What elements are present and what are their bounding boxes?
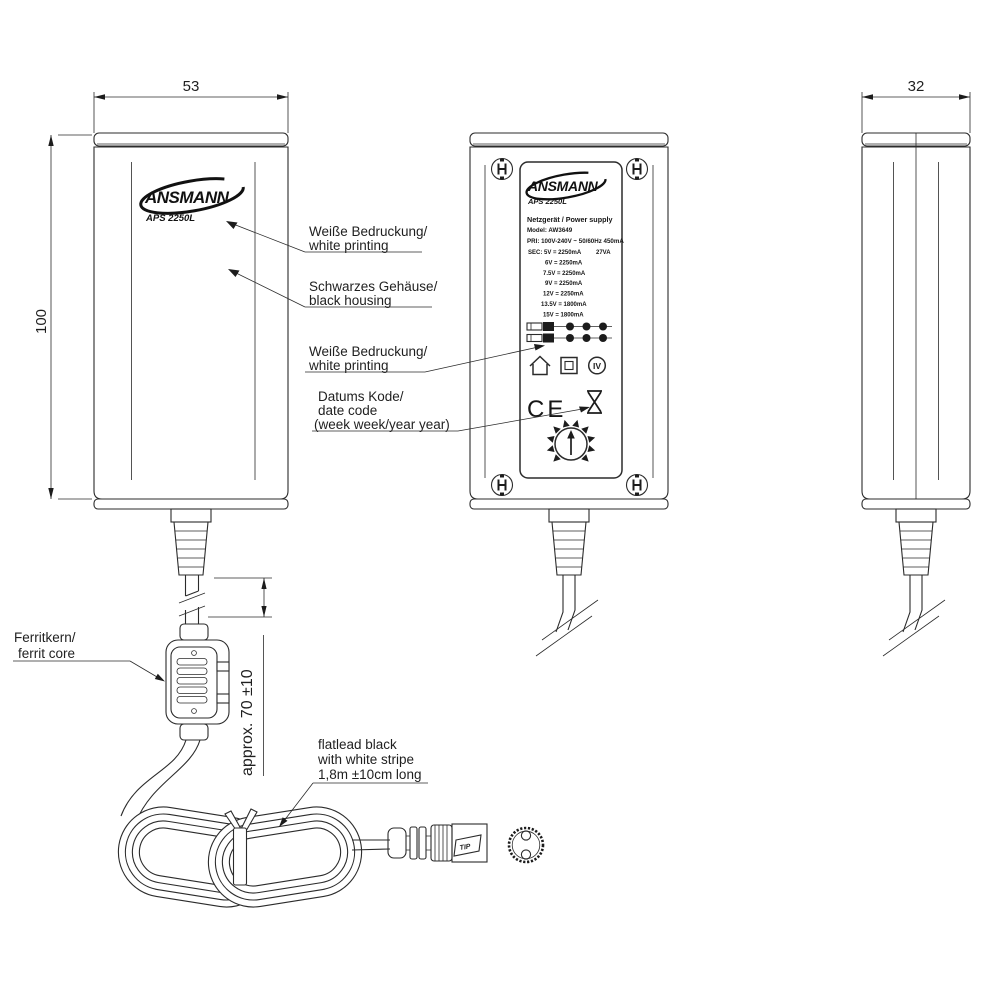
top-cap: [469, 132, 669, 147]
logo-swoosh: [139, 177, 245, 215]
polarity-diagram-row-1: [526, 322, 612, 331]
cable-tie: [224, 808, 258, 886]
annotation-flatlead: flatlead black with white stripe 1,8m ±1…: [279, 737, 428, 827]
dim-height-value: 100: [33, 309, 50, 334]
strain-relief-front: [170, 508, 212, 576]
annotation-ferrite-core: Ferritkern/ ferrit core: [13, 630, 165, 682]
top-cap: [93, 132, 289, 147]
cable-exit: [351, 839, 391, 851]
label-sec-row: SEC: 5V = 2250mA: [528, 250, 582, 256]
plug-end-view: [507, 826, 545, 864]
strain-relief-side: [882, 508, 946, 657]
strain-relief-center: [535, 508, 599, 657]
center-view-device: ANSMANN APS 2250L Netzgerät / Power supp…: [469, 132, 669, 657]
label-power-rating: 27VA: [596, 250, 611, 256]
rotary-selector-icon: [546, 419, 596, 462]
annotation-white-printing-top: Weiße Bedruckung/ white printing: [226, 221, 428, 253]
annotation-line: Weiße Bedruckung/: [309, 344, 428, 359]
annotation-line: black housing: [309, 293, 392, 308]
brand-wordmark: ANSMANN: [144, 188, 230, 207]
model-print: APS 2250L: [145, 213, 195, 224]
annotation-line: date code: [318, 403, 377, 418]
ce-mark: CE: [527, 396, 566, 423]
ansmann-logo-label: ANSMANN APS 2250L: [525, 171, 607, 206]
annotation-line: flatlead black: [318, 737, 397, 752]
annotation-date-code: Datums Kode/ date code (week week/year y…: [312, 389, 590, 432]
label-model-print: APS 2250L: [527, 197, 567, 206]
label-sec-row: 7.5V = 2250mA: [543, 271, 586, 277]
side-view-device: [861, 132, 971, 657]
label-sec-row: 13.5V = 1800mA: [541, 302, 587, 308]
house-icon: [529, 355, 551, 376]
annotation-line: Ferritkern/: [14, 630, 76, 645]
label-brand-wordmark: ANSMANN: [527, 178, 599, 194]
plug-body: [451, 823, 488, 863]
dim-cable-length-value: approx. 70 ±10: [239, 669, 256, 776]
dimension-height: 100: [33, 134, 92, 500]
annotation-line: white printing: [308, 358, 389, 373]
annotation-white-printing-label: Weiße Bedruckung/ white printing: [305, 344, 545, 373]
ferrite-core: [165, 623, 230, 741]
annotation-line: Datums Kode/: [318, 389, 404, 404]
logo-swoosh: [525, 171, 607, 201]
dim-front-width-value: 53: [183, 78, 200, 95]
dimension-cable-length: approx. 70 ±10: [208, 577, 272, 776]
bottom-band: [469, 498, 669, 510]
screw-bottom-right: [625, 473, 649, 497]
annotation-line: ferrit core: [18, 646, 75, 661]
annotation-line: with white stripe: [317, 752, 414, 767]
label-sec-row: 12V = 2250mA: [543, 292, 584, 298]
label-sec-row: 9V = 2250mA: [545, 281, 583, 287]
dim-side-width-value: 32: [908, 78, 925, 95]
ansmann-logo-front: ANSMANN APS 2250L: [139, 177, 245, 224]
cable-front: [178, 575, 206, 624]
double-square-icon: [560, 356, 578, 375]
screw-top-left: [490, 157, 514, 181]
screw-bottom-left: [490, 473, 514, 497]
efficiency-mark: IV: [593, 361, 601, 371]
annotation-line: Schwarzes Gehäuse/: [309, 279, 438, 294]
annotation-line: (week week/year year): [314, 417, 450, 432]
annotation-line: white printing: [308, 238, 389, 253]
label-primary-line: PRI: 100V-240V ~ 50/60Hz 450mA: [527, 238, 624, 245]
label-sec-row: 6V = 2250mA: [545, 260, 583, 266]
screw-top-right: [625, 157, 649, 181]
rating-label: ANSMANN APS 2250L Netzgerät / Power supp…: [519, 161, 624, 479]
annotation-line: Weiße Bedruckung/: [309, 224, 428, 239]
bottom-band: [861, 498, 971, 510]
label-sec-row: 15V = 1800mA: [543, 312, 584, 318]
dc-connector: TIP: [387, 823, 545, 864]
annotation-black-housing: Schwarzes Gehäuse/ black housing: [228, 269, 438, 308]
annotation-line: 1,8m ±10cm long: [318, 767, 421, 782]
circled-iv-icon: IV: [587, 356, 607, 375]
label-model-line: Model: AW3649: [527, 227, 573, 234]
cable-coil: [117, 739, 391, 908]
label-title: Netzgerät / Power supply: [527, 215, 612, 224]
dimension-side-width: 32: [861, 78, 971, 133]
front-view-device: ANSMANN APS 2250L: [93, 132, 289, 741]
tip-marking: TIP: [459, 843, 471, 852]
hourglass-icon: [587, 390, 602, 414]
polarity-diagram-row-2: [526, 333, 612, 343]
bottom-band: [93, 498, 289, 510]
dimension-front-width: 53: [93, 78, 289, 133]
